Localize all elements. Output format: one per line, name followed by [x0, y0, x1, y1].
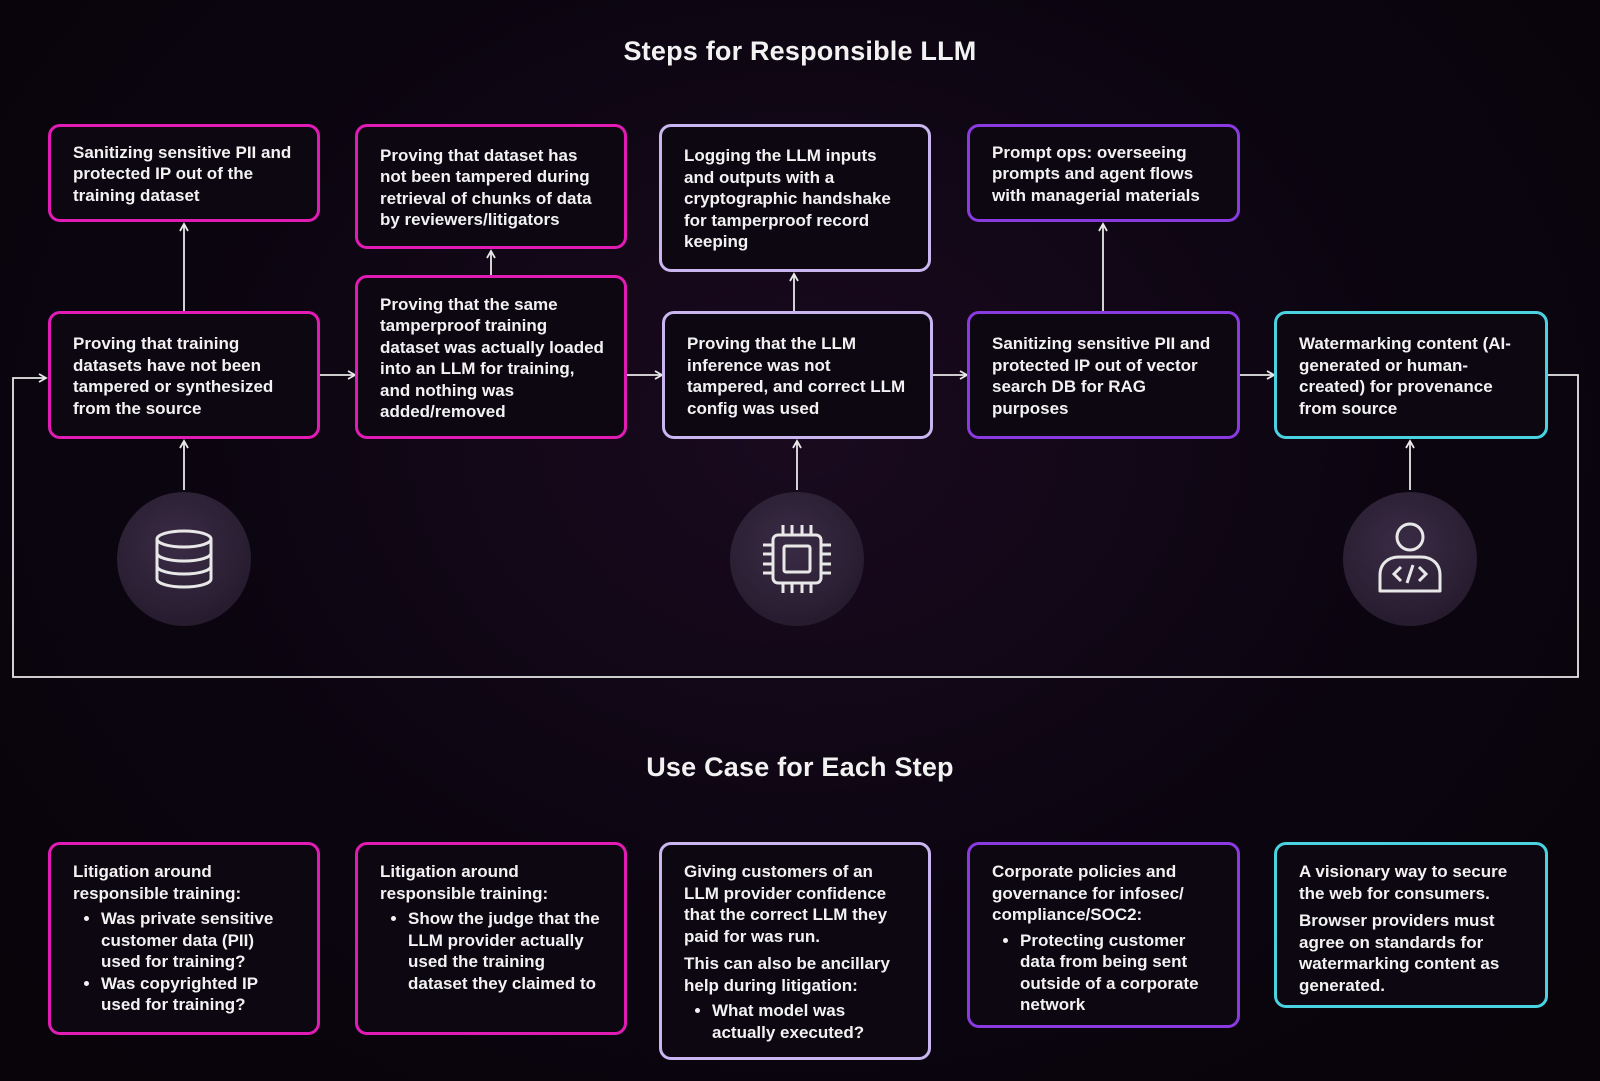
usecase1-box: Litigation around responsible training: …: [48, 842, 320, 1035]
usecase3-list: What model was actually executed?: [684, 1000, 908, 1043]
step3-main-text: Proving that the LLM inference was not t…: [687, 334, 906, 418]
usecase1-list: Was private sensitive customer data (PII…: [73, 908, 297, 1016]
developer-circle: [1343, 492, 1477, 626]
usecase5-p1: A visionary way to secure the web for co…: [1299, 862, 1508, 903]
usecase4-intro: Corporate policies and governance for in…: [992, 862, 1184, 924]
usecase5-box: A visionary way to secure the web for co…: [1274, 842, 1548, 1008]
feedback-loop: [12, 373, 1579, 678]
chip-icon: [763, 525, 831, 593]
usecase5-p2: Browser providers must agree on standard…: [1299, 911, 1500, 995]
usecase4-box: Corporate policies and governance for in…: [967, 842, 1240, 1028]
database-circle: [117, 492, 251, 626]
list-item: Was private sensitive customer data (PII…: [101, 908, 297, 973]
step2-main-box: Proving that the same tamperproof traini…: [355, 275, 627, 439]
step1-main-box: Proving that training datasets have not …: [48, 311, 320, 439]
developer-user-icon: [1378, 522, 1442, 593]
step2-top-text: Proving that dataset has not been tamper…: [380, 145, 592, 230]
step4-main-text: Sanitizing sensitive PII and protected I…: [992, 334, 1211, 418]
list-item: What model was actually executed?: [712, 1000, 908, 1043]
database-icon: [155, 529, 213, 589]
step3-top-text: Logging the LLM inputs and outputs with …: [684, 146, 891, 252]
steps-title: Steps for Responsible LLM: [623, 36, 977, 66]
step4-top-box: Prompt ops: overseeing prompts and agent…: [967, 124, 1240, 222]
step2-main-text: Proving that the same tamperproof traini…: [380, 294, 604, 422]
usecase3-intro2: This can also be ancillary help during l…: [684, 954, 890, 995]
step4-top-text: Prompt ops: overseeing prompts and agent…: [992, 142, 1200, 205]
usecase4-list: Protecting customer data from being sent…: [992, 930, 1217, 1016]
step2-top-box: Proving that dataset has not been tamper…: [355, 124, 627, 249]
step4-main-box: Sanitizing sensitive PII and protected I…: [967, 311, 1240, 439]
list-item: Was copyrighted IP used for training?: [101, 973, 297, 1016]
usecase2-box: Litigation around responsible training: …: [355, 842, 627, 1035]
step1-top-text: Sanitizing sensitive PII and protected I…: [73, 142, 292, 205]
step1-top-box: Sanitizing sensitive PII and protected I…: [48, 124, 320, 222]
step1-main-text: Proving that training datasets have not …: [73, 334, 274, 418]
usecase2-list: Show the judge that the LLM provider act…: [380, 908, 604, 994]
usecase3-intro: Giving customers of an LLM provider conf…: [684, 862, 888, 946]
step5-main-box: Watermarking content (AI-generated or hu…: [1274, 311, 1548, 439]
step5-main-text: Watermarking content (AI-generated or hu…: [1299, 334, 1511, 418]
chip-circle: [730, 492, 864, 626]
list-item: Protecting customer data from being sent…: [1020, 930, 1217, 1016]
step3-top-box: Logging the LLM inputs and outputs with …: [659, 124, 931, 272]
list-item: Show the judge that the LLM provider act…: [408, 908, 604, 994]
step3-main-box: Proving that the LLM inference was not t…: [662, 311, 933, 439]
usecase2-intro: Litigation around responsible training:: [380, 862, 549, 903]
usecase1-intro: Litigation around responsible training:: [73, 862, 242, 903]
usecase-title: Use Case for Each Step: [646, 752, 954, 782]
usecase3-box: Giving customers of an LLM provider conf…: [659, 842, 931, 1060]
